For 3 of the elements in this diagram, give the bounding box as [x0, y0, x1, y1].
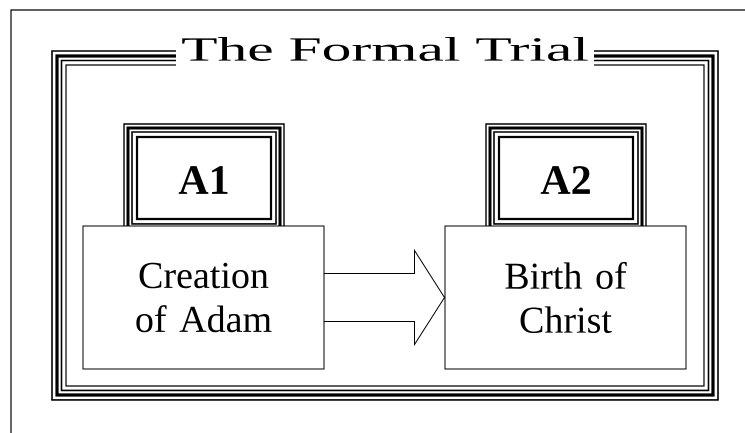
block-arrow: [324, 248, 446, 346]
label-tab: A2: [485, 123, 647, 233]
label-tab: A1: [123, 123, 285, 233]
